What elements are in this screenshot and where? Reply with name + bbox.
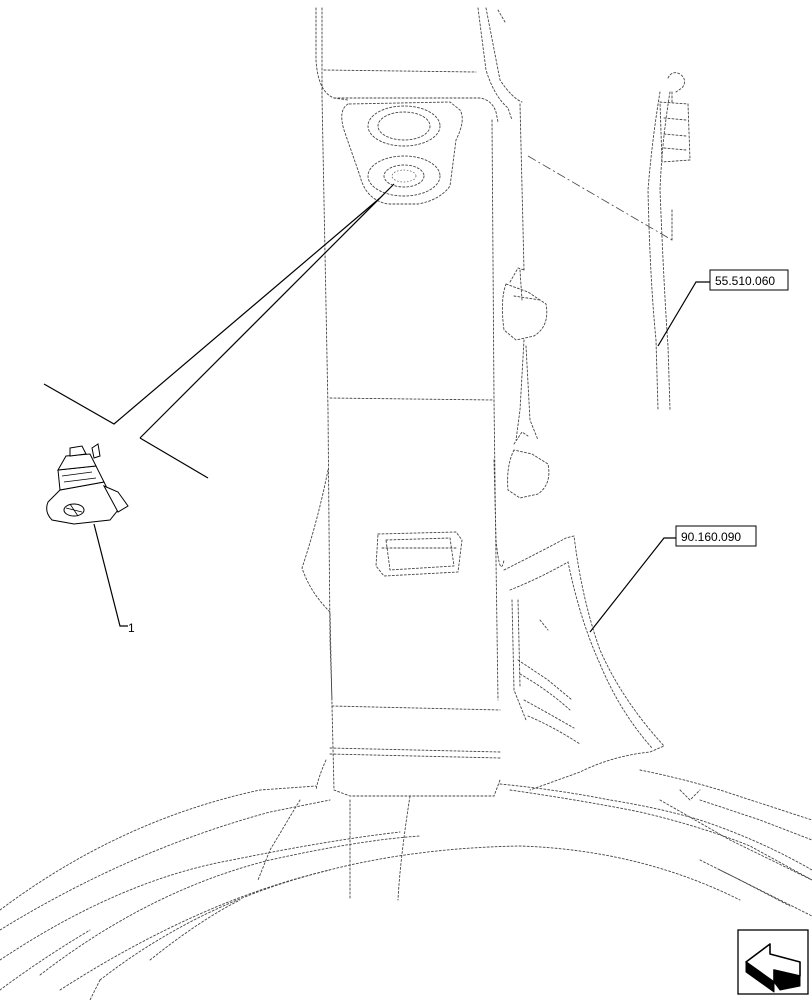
trim-panel [503,535,665,791]
leader-lines [43,183,710,633]
cab-pillar [301,7,525,797]
callout-ref-b[interactable]: 90.160.090 [675,525,757,547]
reference-label-b: 90.160.090 [681,530,741,544]
part-number-label: 1 [128,621,135,635]
pillar-clips [501,267,550,499]
socket-boss [341,101,463,205]
callout-part-1: 1 [128,621,135,635]
floor-outline [0,769,812,1000]
reference-label-a: 55.510.060 [715,274,775,288]
callout-ref-a[interactable]: 55.510.060 [709,269,789,291]
wire-harness [527,72,691,411]
arrow-back-icon[interactable] [737,929,809,995]
part-1-switch [46,443,129,525]
